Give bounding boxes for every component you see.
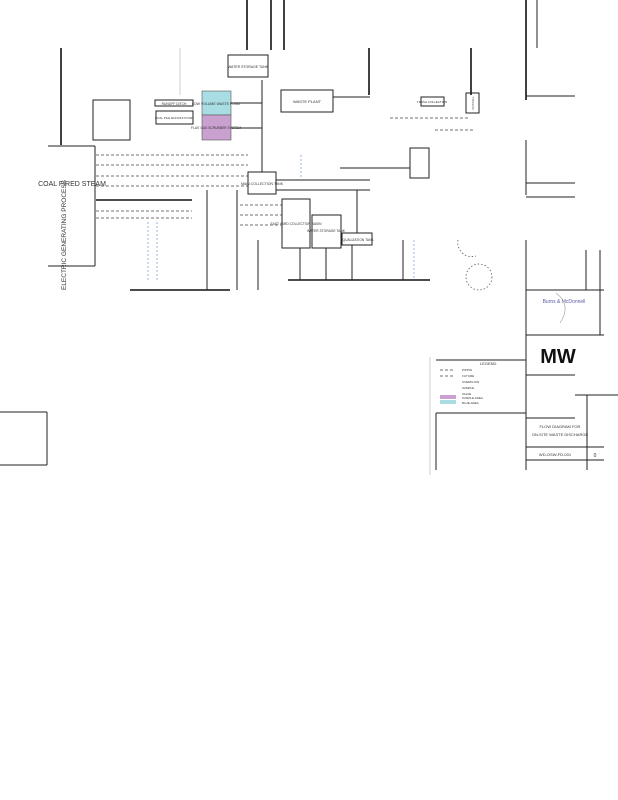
legend-item: SAMPLE (462, 386, 474, 390)
scrubber-box (201, 114, 232, 141)
legend-item: VALVE (462, 392, 471, 396)
drawing-number: WD-OSW-FD-001 (539, 452, 572, 457)
trash-box (420, 96, 445, 107)
revision: 0 (594, 453, 597, 459)
storage-tank2-label: WATER STORAGE TANK (307, 229, 346, 233)
storage-tank-box (227, 54, 269, 78)
outfall-box (465, 92, 480, 114)
storage-tank-label: WATER STORAGE TANK (228, 65, 269, 69)
scrubber-label: FLUE GAS SCRUBBER SYSTEM (191, 126, 241, 130)
legend-title: LEGEND (480, 361, 497, 366)
main-collection-label: MAIN COLLECTION TANK (241, 182, 284, 186)
legend-item: FUTURE (462, 374, 474, 378)
waste-plant-box (280, 89, 334, 113)
title-block (435, 240, 618, 470)
code-mark: MW (540, 346, 576, 368)
coal-pile-box (155, 110, 194, 125)
runoff-box (154, 99, 194, 107)
firm-logo-swoosh (555, 292, 566, 324)
side-box (409, 147, 430, 179)
coal-fired-steam-label: COAL FIRED STEAM (38, 181, 106, 188)
equalization-label: EQUALIZATION TANK (340, 238, 374, 242)
flow-lines (96, 48, 475, 475)
east-yard-box (281, 198, 311, 249)
outfall-circle (465, 263, 493, 291)
legend-item: OVERFLOW (462, 380, 479, 384)
legend-item: PIPING (462, 368, 473, 372)
low-volume-pond-label: LOW VOLUME WASTE POND (192, 102, 241, 106)
frame-lines (0, 0, 575, 466)
coal-pile-label: COAL PILE RUNOFF POND (155, 116, 194, 120)
legend: LEGEND PIPING FUTURE OVERFLOW SAMPLE VAL… (440, 361, 497, 405)
electric-generating-label: ELECTRIC GENERATING PROCESS (61, 179, 68, 290)
legend-item: BLUE AREA (462, 401, 479, 405)
east-yard-label: EAST YARD COLLECTION BASIN (270, 222, 322, 226)
legend-blue-swatch (440, 400, 456, 404)
runoff-label: RUNOFF DITCH (162, 102, 187, 106)
trash-label: TRASH COLLECTION (417, 100, 447, 104)
waste-plant-label: WASTE PLANT (293, 99, 322, 104)
title-line1: FLOW DIAGRAM FOR (540, 424, 581, 429)
outfall-label: OUTFALL (471, 96, 475, 110)
legend-purple-swatch (440, 395, 456, 399)
title-line2: ON-SITE WASTE DISCHARGE (532, 432, 589, 437)
pump-box (92, 99, 131, 141)
outfall-arc (457, 239, 477, 257)
legend-item: PURPLE AREA (462, 396, 483, 400)
